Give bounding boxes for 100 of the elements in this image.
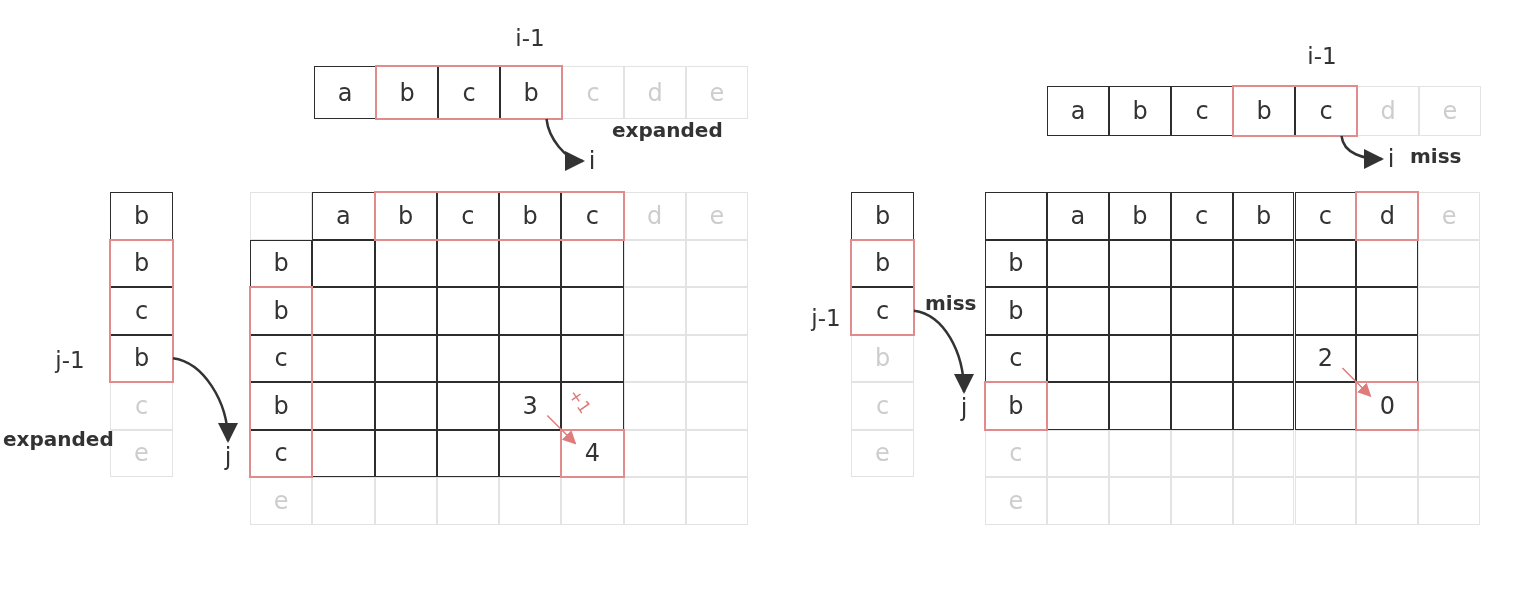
empty-cell	[623, 477, 686, 525]
empty-cell	[312, 429, 375, 477]
empty-cell	[1046, 477, 1109, 525]
empty-cell	[685, 287, 748, 335]
empty-cell	[312, 334, 375, 382]
edge-label: expanded	[611, 119, 724, 141]
empty-cell	[1418, 477, 1481, 525]
empty-cell	[1294, 429, 1357, 477]
empty-cell	[1232, 239, 1295, 287]
empty-cell	[1356, 334, 1419, 382]
empty-cell	[1108, 334, 1171, 382]
empty-cell	[1294, 382, 1357, 430]
empty-cell	[374, 287, 437, 335]
empty-cell	[374, 477, 437, 525]
empty-cell	[1108, 382, 1171, 430]
empty-cell	[250, 192, 313, 240]
empty-cell	[561, 382, 624, 430]
empty-cell	[1046, 287, 1109, 335]
empty-cell	[312, 287, 375, 335]
index-label: i	[1382, 144, 1400, 174]
empty-cell	[623, 382, 686, 430]
index-label: i-1	[1307, 43, 1337, 69]
empty-cell	[374, 334, 437, 382]
empty-cell	[1356, 429, 1419, 477]
empty-cell	[436, 429, 499, 477]
header-cell: b	[499, 192, 562, 240]
empty-cell	[1418, 239, 1481, 287]
header-cell: c	[1170, 192, 1233, 240]
arrow	[1341, 367, 1372, 397]
empty-cell	[561, 287, 624, 335]
table-cell: 2	[1294, 334, 1357, 382]
empty-cell	[685, 429, 748, 477]
empty-cell	[685, 239, 748, 287]
letter-cell: b	[1109, 86, 1171, 136]
empty-cell	[1170, 477, 1233, 525]
edge-label: miss	[1409, 145, 1463, 167]
empty-cell	[1170, 334, 1233, 382]
index-label: j-1	[55, 347, 85, 373]
empty-cell	[1046, 334, 1109, 382]
header-cell: c	[436, 192, 499, 240]
empty-cell	[1418, 287, 1481, 335]
empty-cell	[623, 287, 686, 335]
empty-cell	[1232, 334, 1295, 382]
empty-cell	[1418, 382, 1481, 430]
empty-cell	[1108, 287, 1171, 335]
empty-cell	[374, 239, 437, 287]
empty-cell	[985, 192, 1047, 240]
empty-cell	[1356, 477, 1419, 525]
empty-cell	[312, 239, 375, 287]
empty-cell	[685, 334, 748, 382]
empty-cell	[561, 239, 624, 287]
arrow	[172, 357, 238, 443]
letter-cell: a	[1047, 86, 1109, 136]
empty-cell	[1108, 429, 1171, 477]
empty-cell	[499, 239, 562, 287]
arrow	[1340, 135, 1384, 169]
letter-cell: c	[1171, 86, 1233, 136]
empty-cell	[499, 287, 562, 335]
empty-cell	[1108, 239, 1171, 287]
header-cell: c	[250, 334, 313, 382]
index-label: j	[219, 441, 237, 473]
empty-cell	[623, 239, 686, 287]
empty-cell	[436, 382, 499, 430]
empty-cell	[1170, 429, 1233, 477]
letter-cell: c	[110, 287, 173, 335]
empty-cell	[436, 287, 499, 335]
empty-cell	[623, 429, 686, 477]
empty-cell	[1294, 287, 1357, 335]
empty-cell	[436, 477, 499, 525]
arrow	[546, 414, 577, 445]
letter-cell: a	[314, 66, 376, 119]
header-cell: b	[1108, 192, 1171, 240]
empty-cell	[1170, 382, 1233, 430]
empty-cell	[1418, 429, 1481, 477]
empty-cell	[1418, 334, 1481, 382]
empty-cell	[1046, 429, 1109, 477]
index-label: j	[955, 392, 973, 424]
empty-cell	[499, 477, 562, 525]
empty-cell	[499, 429, 562, 477]
empty-cell	[1108, 477, 1171, 525]
header-cell: b	[250, 239, 313, 287]
empty-cell	[1232, 429, 1295, 477]
empty-cell	[312, 477, 375, 525]
empty-cell	[374, 382, 437, 430]
header-cell: a	[312, 192, 375, 240]
empty-cell	[1170, 239, 1233, 287]
empty-cell	[1232, 382, 1295, 430]
empty-cell	[312, 382, 375, 430]
empty-cell	[374, 429, 437, 477]
edge-label: miss	[924, 292, 978, 314]
header-cell: c	[1294, 192, 1357, 240]
table-cell: 3	[499, 382, 562, 430]
header-cell: b	[985, 239, 1047, 287]
header-cell: a	[1046, 192, 1109, 240]
empty-cell	[1232, 287, 1295, 335]
empty-cell	[1294, 477, 1357, 525]
header-cell: b	[250, 382, 313, 430]
index-label: i-1	[515, 25, 545, 51]
letter-cell: b	[851, 192, 914, 240]
empty-cell	[1356, 239, 1419, 287]
